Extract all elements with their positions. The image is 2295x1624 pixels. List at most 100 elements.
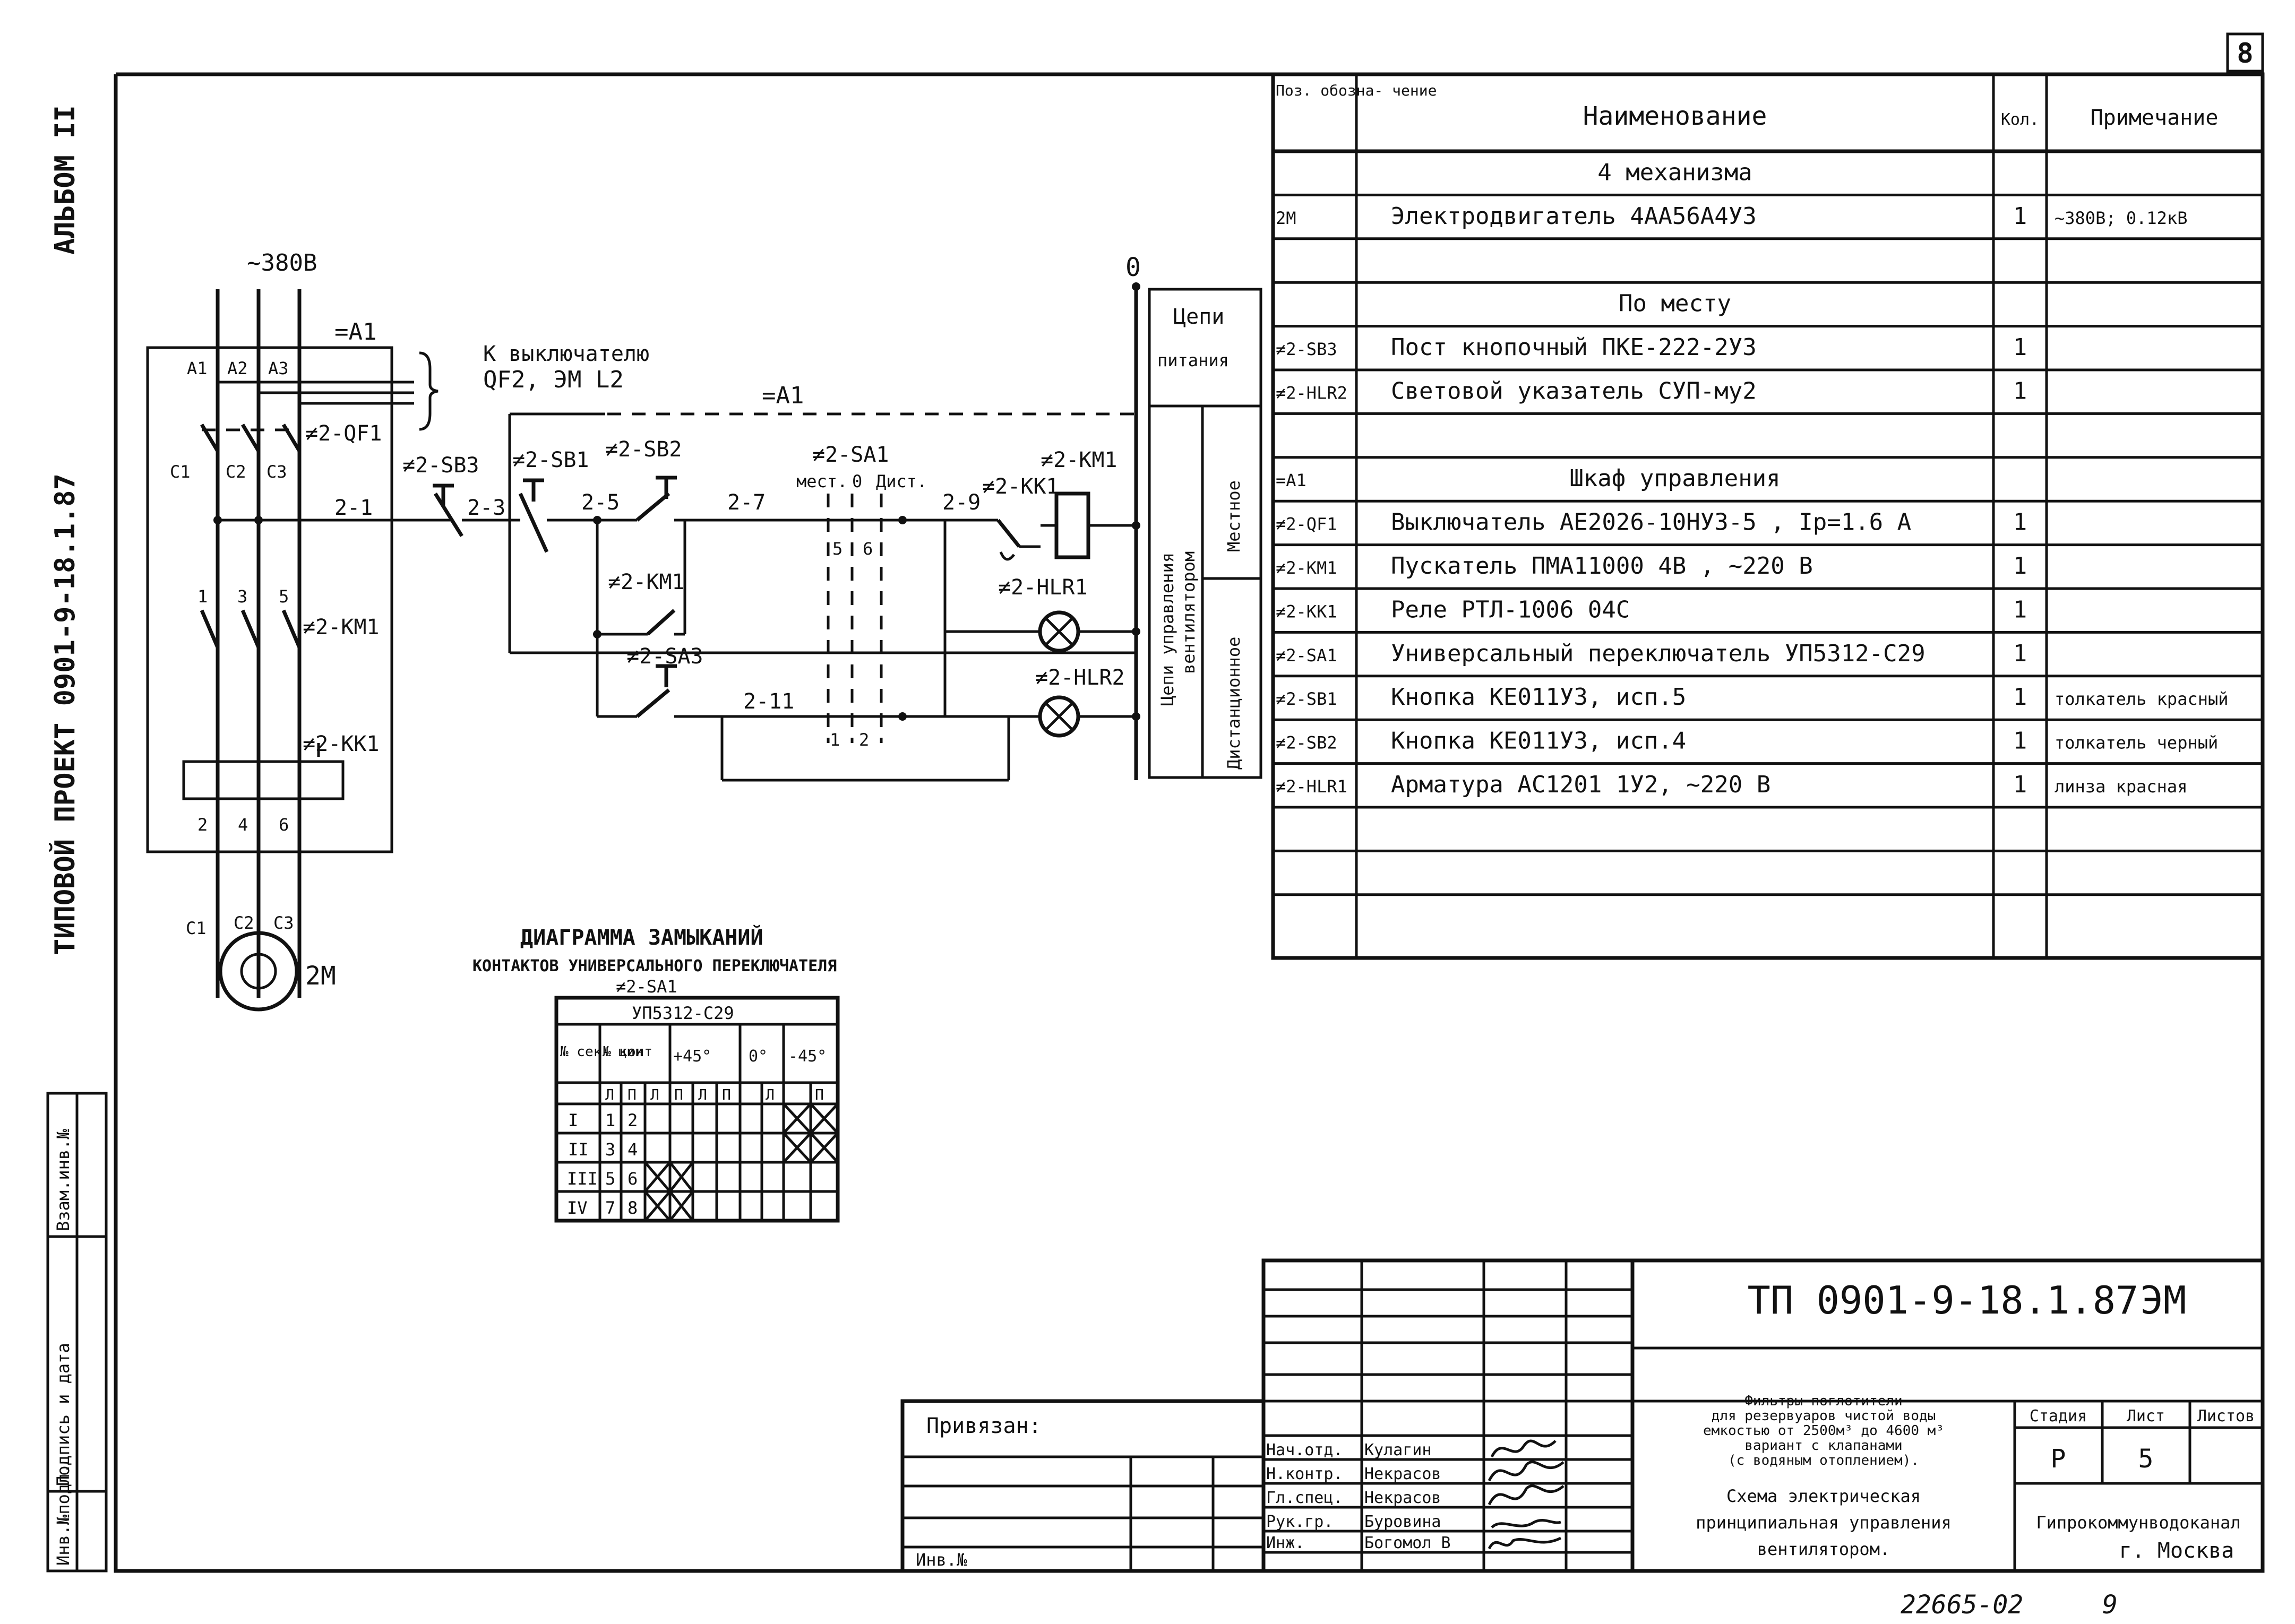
sa1-switch: [818, 494, 902, 743]
spec-header-note: Примечание: [2091, 106, 2219, 130]
sa3-button: [656, 664, 677, 687]
spec-cell-name: Кнопка КЕ011У3, исп.4: [1391, 728, 1686, 755]
km1-coil: [1054, 491, 1090, 559]
c3-top-label: C3: [267, 462, 287, 482]
phase-label-a1: A1: [187, 358, 208, 378]
node-dot: [254, 516, 263, 524]
spec-header-pos: Поз. обозна- чение: [1276, 82, 1437, 99]
zero-label: 0: [1125, 253, 1141, 282]
c1-top-label: C1: [170, 462, 191, 482]
stadiya-label: Стадия: [2030, 1407, 2087, 1426]
stadiya-value: Р: [2051, 1444, 2066, 1474]
node-2-3-label: 2-3: [467, 496, 505, 520]
diagram-row-sec: I: [568, 1110, 578, 1130]
name-label: Буровина: [1364, 1513, 1441, 1531]
spec-cell-pos: ≠2-SB3: [1276, 339, 1337, 359]
stamp-podpis-data: Подпись и дата: [53, 1343, 73, 1486]
diagram-sub-p: П: [628, 1086, 637, 1103]
spec-cell-pos: ≠2-SB2: [1276, 733, 1337, 753]
desc-line2: для резервуаров чистой воды: [1712, 1408, 1936, 1424]
bottom-number: 22665-02: [1901, 1590, 2023, 1620]
sa1-dist-label: Дист.: [876, 471, 927, 491]
diagram-row-sec: IV: [567, 1198, 588, 1218]
km1-contact-label: ≠2-KM1: [608, 570, 685, 594]
c2-bottom-label: C2: [234, 913, 254, 933]
kk1-thermal-hook: [999, 551, 1015, 561]
circuit-pit-label1: Цепи: [1173, 305, 1224, 329]
terminal-4-label: 4: [238, 815, 248, 835]
terminal-1-label: 1: [197, 586, 208, 607]
diagram-sub-p: П: [722, 1086, 731, 1103]
terminal-3-label: 3: [237, 586, 247, 607]
spec-cell-qty: 1: [2013, 771, 2027, 798]
diagram-col-p45: +45°: [673, 1047, 711, 1066]
spec-cell-qty: 1: [2013, 596, 2027, 623]
spec-cell-qty: 1: [2013, 728, 2027, 755]
role-label: Инж.: [1266, 1534, 1304, 1552]
motor-symbol: [218, 931, 299, 1012]
spec-cell-name: Электродвигатель 4АА56А4У3: [1391, 203, 1757, 230]
diagram-sub-l: Л: [698, 1086, 707, 1103]
diagram-row-p: 4: [628, 1139, 638, 1160]
circuit-pit-label2: питания: [1157, 350, 1229, 370]
listov-label: Листов: [2197, 1407, 2255, 1426]
name-label: Кулагин: [1364, 1441, 1431, 1459]
spec-cell-qty: 1: [2013, 377, 2027, 404]
inv-no-label: Инв.№: [916, 1550, 967, 1570]
diagram-row-l: 3: [605, 1139, 615, 1160]
a1-mid-label: =A1: [762, 382, 804, 409]
diagram-row-p: 8: [628, 1198, 638, 1218]
spec-cell-name: Кнопка КЕ011У3, исп.5: [1391, 684, 1686, 711]
node-dot: [213, 516, 222, 524]
side-project-label: ТИПОВОЙ ПРОЕКТ 0901-9-18.1.87: [49, 473, 81, 955]
spec-cell-pos: ≠2-HLR1: [1276, 776, 1347, 797]
spec-cell-name: Световой указатель СУП-му2: [1391, 377, 1757, 404]
phase-label-a2: A2: [227, 358, 248, 378]
schematic: ~380В =A1 A1 A2 A3 К выключателю QF2, ЭМ…: [146, 249, 1262, 1012]
name-label: Богомол В: [1364, 1534, 1451, 1552]
sb2-contact: [635, 492, 671, 522]
sa3-label: ≠2-SA3: [626, 644, 703, 669]
sa1-c2-label: 2: [859, 730, 869, 750]
sb3-label: ≠2-SB3: [402, 453, 479, 478]
diagram-col-sec: № сек- ции: [560, 1044, 643, 1060]
side-album-label: АЛЬБОМ II: [49, 105, 81, 255]
sb1-contact: [518, 493, 549, 553]
motor-rotor: [240, 953, 277, 990]
sb3-button: [433, 483, 454, 507]
motor-label: 2М: [305, 961, 336, 991]
diagram-sub-p: П: [674, 1086, 683, 1103]
spec-cell-qty: 1: [2013, 684, 2027, 711]
diagram-row-l: 1: [605, 1110, 615, 1130]
diagram-row-l: 5: [605, 1169, 615, 1189]
sheet-number-box: [2226, 32, 2264, 73]
terminal-6-label: 6: [279, 815, 289, 835]
diagram-model: УП5312-С29: [632, 1003, 734, 1023]
diagram-row-p: 2: [628, 1110, 638, 1130]
kk1-main-label: ≠2-KK1: [303, 732, 380, 756]
spec-cell-name: Пост кнопочный ПКЕ-222-2У3: [1391, 334, 1757, 361]
phase-label-a3: A3: [268, 358, 289, 378]
sa1-zero-label: 0: [852, 471, 862, 491]
km1-main-contacts: [200, 609, 302, 649]
diagram-col-kont: № конт: [603, 1044, 652, 1060]
spec-cell-note: толкатель красный: [2055, 689, 2229, 709]
org-name: Гипрокоммунводоканал: [2036, 1513, 2240, 1533]
km1-hold-contact: [646, 609, 676, 636]
list-value: 5: [2138, 1444, 2154, 1474]
spec-cell-name: Арматура АС1201 1У2, ~220 В: [1391, 771, 1770, 798]
qf1-label: ≠2-QF1: [305, 421, 382, 446]
list-label: Лист: [2127, 1407, 2165, 1426]
doc-section: ЭМ: [2141, 1278, 2187, 1323]
sa1-c6-label: 6: [863, 539, 873, 559]
diagram-closures: [644, 1103, 839, 1222]
stamp-vzam-inv: Взам.инв.№: [53, 1129, 73, 1231]
a1-enclosure: [146, 346, 393, 853]
sb1-button: [523, 478, 544, 502]
spec-cell-note: толкатель черный: [2055, 733, 2218, 753]
spec-cell-note: ~380В; 0.12кВ: [2055, 208, 2187, 228]
hlr1-cross: [1045, 617, 1073, 646]
diagram-sub-l: Л: [766, 1086, 775, 1103]
diagram-row-l: 7: [605, 1198, 615, 1218]
